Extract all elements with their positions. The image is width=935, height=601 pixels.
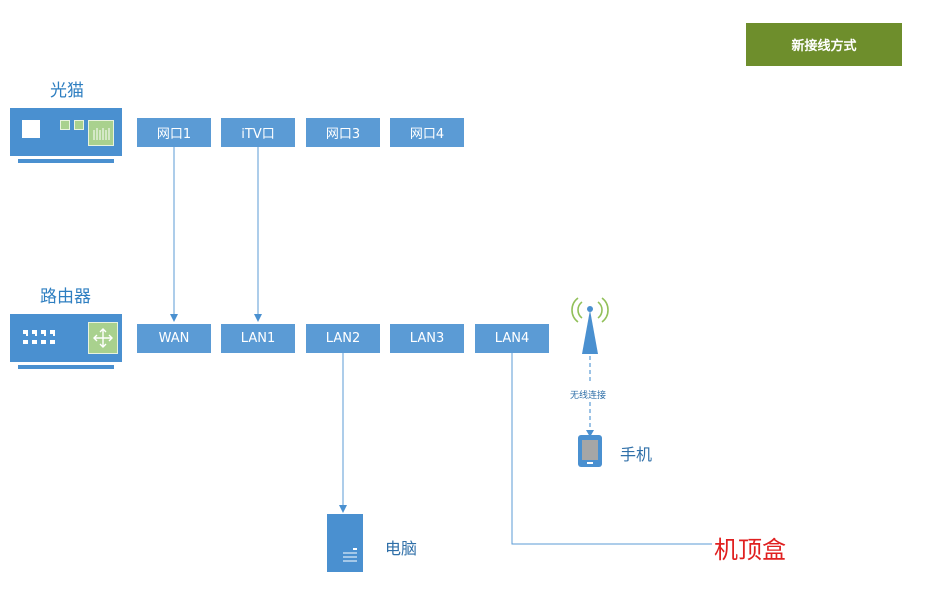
- phone-icon: [577, 434, 603, 468]
- arrow-wan: [170, 314, 178, 322]
- computer-icon: [326, 513, 364, 573]
- router-lan-ports-icon: [22, 329, 82, 349]
- modem-port-icon: [88, 120, 114, 146]
- router-label: 路由器: [40, 287, 91, 307]
- router-port-lan1: LAN1: [221, 324, 295, 353]
- computer-label: 电脑: [385, 539, 418, 558]
- router-device: [10, 314, 122, 371]
- modem-port-3: 网口3: [306, 118, 380, 147]
- line-lan4-to-settop: [511, 353, 712, 545]
- modem-port-1: 网口1: [137, 118, 211, 147]
- modem-label: 光猫: [50, 81, 84, 101]
- arrow-computer: [339, 505, 347, 513]
- arrow-lan1: [254, 314, 262, 322]
- settop-box-label: 机顶盒: [714, 536, 786, 564]
- modem-port-itv: iTV口: [221, 118, 295, 147]
- router-port-wan: WAN: [137, 324, 211, 353]
- wifi-antenna-icon: [568, 294, 612, 356]
- new-wiring-button[interactable]: 新接线方式: [746, 23, 902, 66]
- wireless-label: 无线连接: [570, 391, 607, 401]
- modem-device: [10, 108, 122, 165]
- router-port-lan4: LAN4: [475, 324, 549, 353]
- phone-label: 手机: [620, 445, 653, 464]
- arrow-phone: [586, 430, 594, 437]
- router-port-lan3: LAN3: [390, 324, 464, 353]
- router-port-lan2: LAN2: [306, 324, 380, 353]
- router-switch-icon: [88, 322, 118, 354]
- modem-port-4: 网口4: [390, 118, 464, 147]
